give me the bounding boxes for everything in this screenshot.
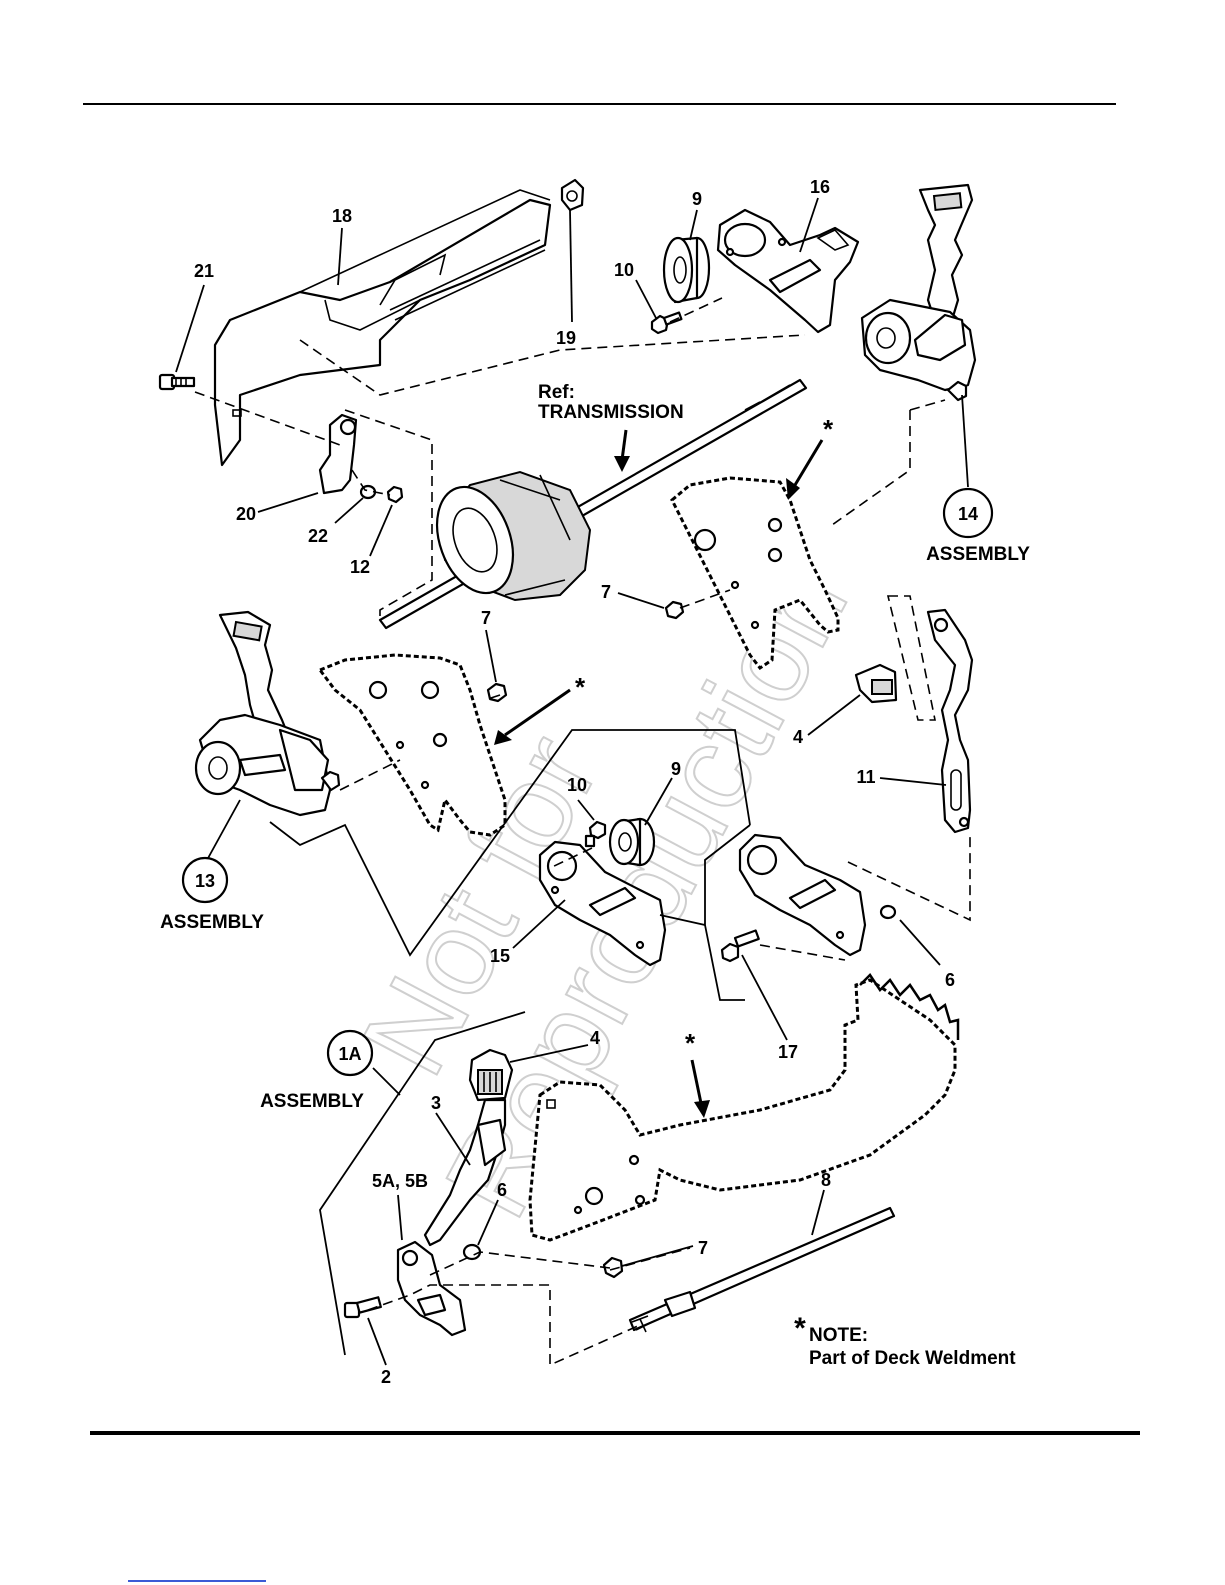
label-22: 22 bbox=[308, 526, 328, 546]
label-10-middle: 10 bbox=[567, 775, 587, 795]
part-13-lever-assembly bbox=[196, 612, 339, 815]
label-18: 18 bbox=[332, 206, 352, 226]
label-6-bottom: 6 bbox=[497, 1180, 507, 1200]
part-14-lever-assembly bbox=[862, 185, 975, 400]
assembly-label-1a: ASSEMBLY bbox=[260, 1091, 364, 1112]
label-17: 17 bbox=[778, 1042, 798, 1062]
part-8-rod bbox=[630, 1208, 894, 1332]
label-4-bottom: 4 bbox=[590, 1028, 600, 1048]
part-21-bolt bbox=[160, 375, 194, 389]
note-text: Part of Deck Weldment bbox=[809, 1348, 1016, 1369]
label-15: 15 bbox=[490, 946, 510, 966]
part-11-link-arm bbox=[928, 610, 972, 832]
asterisk-middle: * bbox=[575, 672, 586, 702]
label-9-top: 9 bbox=[692, 189, 702, 209]
label-20: 20 bbox=[236, 504, 256, 524]
part-6-washer-bottom bbox=[464, 1245, 480, 1259]
part-19-clip bbox=[562, 180, 583, 210]
label-7-top: 7 bbox=[601, 582, 611, 602]
label-6-right: 6 bbox=[945, 970, 955, 990]
part-4-knob-right bbox=[856, 665, 896, 702]
callout-label-14: 14 bbox=[958, 504, 978, 524]
assembly-label-14: ASSEMBLY bbox=[926, 544, 1030, 565]
part-9-bushing-top bbox=[664, 238, 709, 302]
label-21: 21 bbox=[194, 261, 214, 281]
part-10-bolt-top bbox=[652, 313, 681, 333]
ref-label-line1: Ref: bbox=[538, 382, 575, 403]
callout-label-13: 13 bbox=[195, 871, 215, 891]
callout-label-1a: 1A bbox=[338, 1044, 361, 1064]
label-12: 12 bbox=[350, 557, 370, 577]
ref-label-line2: TRANSMISSION bbox=[538, 402, 684, 423]
asterisk-bottom: * bbox=[685, 1028, 696, 1058]
label-8: 8 bbox=[821, 1170, 831, 1190]
asterisk-top-right: * bbox=[823, 414, 834, 444]
note-title: NOTE: bbox=[809, 1325, 868, 1346]
arrow-head-icon bbox=[614, 456, 630, 472]
label-3: 3 bbox=[431, 1093, 441, 1113]
part-6-washer-right bbox=[881, 906, 895, 918]
label-4-right: 4 bbox=[793, 727, 803, 747]
deck-plate-middle-left bbox=[320, 655, 505, 835]
note-asterisk: * bbox=[794, 1312, 806, 1345]
assembly-label-13: ASSEMBLY bbox=[160, 912, 264, 933]
part-9-bushing-middle bbox=[610, 819, 654, 865]
arrow-head-icon bbox=[694, 1100, 710, 1118]
part-12-nut bbox=[388, 487, 402, 502]
label-9-middle: 9 bbox=[671, 759, 681, 779]
part-5-pivot-bracket bbox=[398, 1242, 465, 1335]
part-17-bolt bbox=[722, 930, 759, 961]
part-20-bracket bbox=[320, 415, 356, 493]
label-11: 11 bbox=[856, 767, 875, 787]
label-10-top: 10 bbox=[614, 260, 634, 280]
part-16-arm-plate bbox=[718, 210, 858, 332]
label-16: 16 bbox=[810, 177, 830, 197]
label-19: 19 bbox=[556, 328, 576, 348]
part-7-nut-top bbox=[666, 602, 683, 618]
label-2: 2 bbox=[381, 1367, 391, 1387]
part-4-knob-bottom bbox=[470, 1050, 512, 1100]
label-7-bottom: 7 bbox=[698, 1238, 708, 1258]
label-5a-5b: 5A, 5B bbox=[372, 1171, 428, 1191]
label-7-middle: 7 bbox=[481, 608, 491, 628]
